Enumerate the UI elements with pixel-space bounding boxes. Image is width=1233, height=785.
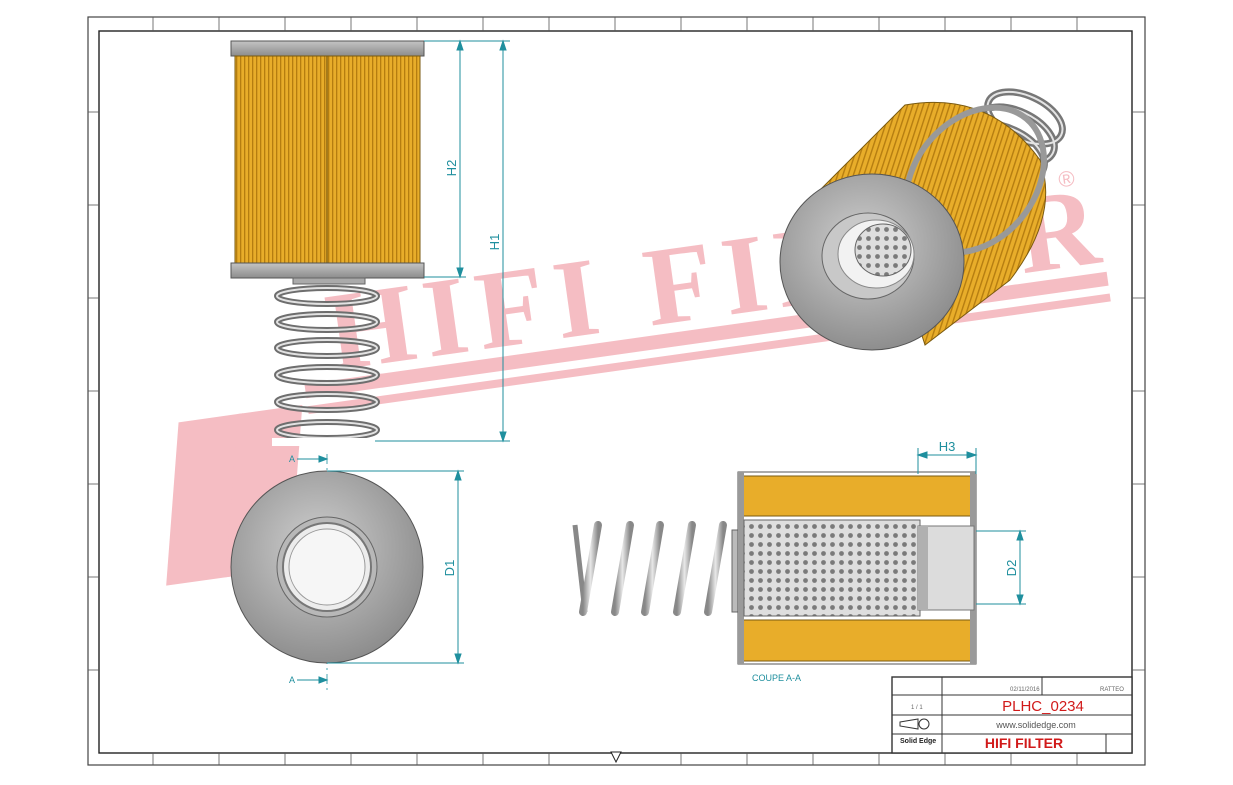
dimension-lines-bottom <box>327 469 464 665</box>
section-arrow-icon <box>318 455 329 463</box>
title-author: RATTEO <box>1100 687 1124 693</box>
watermark-registered: ® <box>1057 165 1077 192</box>
section-marker-top: A <box>289 454 295 464</box>
dimension-h1: H1 <box>487 234 502 251</box>
title-scale: 1 / 1 <box>911 705 923 711</box>
front-view <box>230 40 425 446</box>
section-view <box>572 471 977 665</box>
dimension-d2: D2 <box>1004 560 1019 577</box>
top-end-cap <box>230 40 425 57</box>
title-website: www.solidedge.com <box>995 720 1076 730</box>
dimension-h3: H3 <box>939 439 956 454</box>
iso-perforated-core <box>854 223 912 277</box>
section-spring <box>572 521 727 616</box>
title-software: Solid Edge <box>900 738 936 745</box>
projection-symbol-icon <box>899 718 930 730</box>
bottom-end-cap <box>230 262 425 279</box>
section-media-top <box>740 475 974 517</box>
title-part-number: PLHC_0234 <box>1002 698 1084 715</box>
dimension-lines-section <box>916 448 1026 606</box>
dimension-h2: H2 <box>444 160 459 177</box>
title-date: 02/11/2016 <box>1010 687 1040 693</box>
frame-ticks <box>88 17 1145 765</box>
section-arrows <box>297 455 329 684</box>
bottom-view <box>230 454 424 690</box>
section-media-bottom <box>740 619 974 662</box>
title-company: HIFI FILTER <box>985 735 1063 751</box>
section-caption: COUPE A-A <box>752 673 801 683</box>
section-perforated-tube <box>743 519 921 617</box>
title-block <box>891 676 1133 754</box>
dimension-d1: D1 <box>442 560 457 577</box>
sheet-center-mark-icon <box>610 751 622 764</box>
section-marker-bottom: A <box>289 675 295 685</box>
isometric-view <box>779 88 1066 351</box>
dimension-lines-front <box>375 39 510 443</box>
